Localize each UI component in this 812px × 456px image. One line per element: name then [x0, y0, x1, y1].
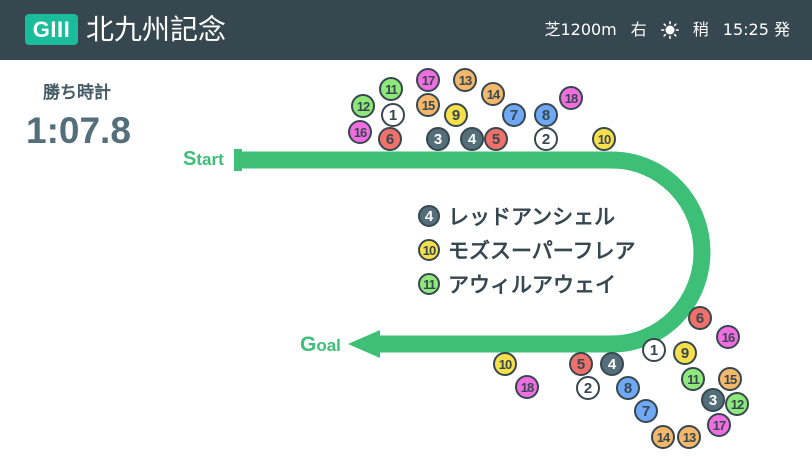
horse-marker: 11 [681, 367, 705, 391]
horse-marker: 3 [701, 388, 725, 412]
horse-marker: 2 [534, 127, 558, 151]
horse-marker: 9 [444, 103, 468, 127]
horse-marker: 4 [460, 127, 484, 151]
race-conditions: 芝1200m 右 稍 15:25 発 [544, 18, 790, 42]
horse-marker: 15 [416, 93, 440, 117]
direction: 右 [630, 20, 647, 39]
track-condition: 稍 [692, 20, 709, 39]
horse-marker: 13 [677, 425, 701, 449]
goal-label: Goal [300, 333, 341, 356]
header-bar: GIII 北九州記念 芝1200m 右 稍 15:25 発 [0, 0, 812, 60]
horse-marker: 7 [634, 399, 658, 423]
horse-marker: 7 [502, 103, 526, 127]
horse-marker: 16 [716, 325, 740, 349]
result-second: 10 モズスーパーフレア [418, 235, 636, 265]
horse-marker: 10 [493, 352, 517, 376]
horse-marker: 11 [379, 77, 403, 101]
start-label: Start [183, 148, 224, 170]
horse-marker: 17 [707, 413, 731, 437]
horse-marker: 18 [515, 375, 539, 399]
horse-marker: 18 [559, 86, 583, 110]
horse-marker: 8 [534, 103, 558, 127]
horse-marker: 1 [381, 103, 405, 127]
horse-number-badge: 4 [418, 205, 440, 227]
horse-marker: 8 [616, 376, 640, 400]
horse-marker: 1 [642, 338, 666, 362]
result-third: 11 アウィルアウェイ [418, 269, 616, 299]
horse-marker: 14 [651, 425, 675, 449]
winning-time-value: 1:07.8 [26, 110, 131, 151]
horse-marker: 15 [718, 367, 742, 391]
horse-marker: 5 [484, 127, 508, 151]
horse-marker: 6 [378, 127, 402, 151]
horse-marker: 5 [569, 352, 593, 376]
sun-icon [660, 21, 679, 40]
horse-name: アウィルアウェイ [448, 273, 616, 297]
horse-marker: 14 [481, 82, 505, 106]
horse-marker: 6 [688, 306, 712, 330]
horse-marker: 16 [348, 120, 372, 144]
horse-name: レッドアンシェル [448, 205, 616, 229]
horse-marker: 4 [600, 352, 624, 376]
horse-marker: 10 [592, 127, 616, 151]
post-time: 15:25 発 [722, 20, 790, 39]
horse-marker: 13 [453, 68, 477, 92]
race-name: 北九州記念 [86, 13, 227, 46]
horse-name: モズスーパーフレア [448, 239, 636, 263]
result-first: 4 レッドアンシェル [418, 201, 615, 231]
grade-badge: GIII [25, 14, 78, 45]
horse-number-badge: 11 [418, 273, 440, 295]
horse-number-badge: 10 [418, 239, 440, 261]
horse-marker: 9 [673, 341, 697, 365]
horse-marker: 12 [351, 94, 375, 118]
horse-marker: 17 [416, 68, 440, 92]
horse-marker: 12 [725, 392, 749, 416]
horse-marker: 3 [426, 127, 450, 151]
winning-time-label: 勝ち時計 [43, 83, 111, 103]
horse-marker: 2 [576, 376, 600, 400]
surface-distance: 芝1200m [544, 20, 617, 39]
